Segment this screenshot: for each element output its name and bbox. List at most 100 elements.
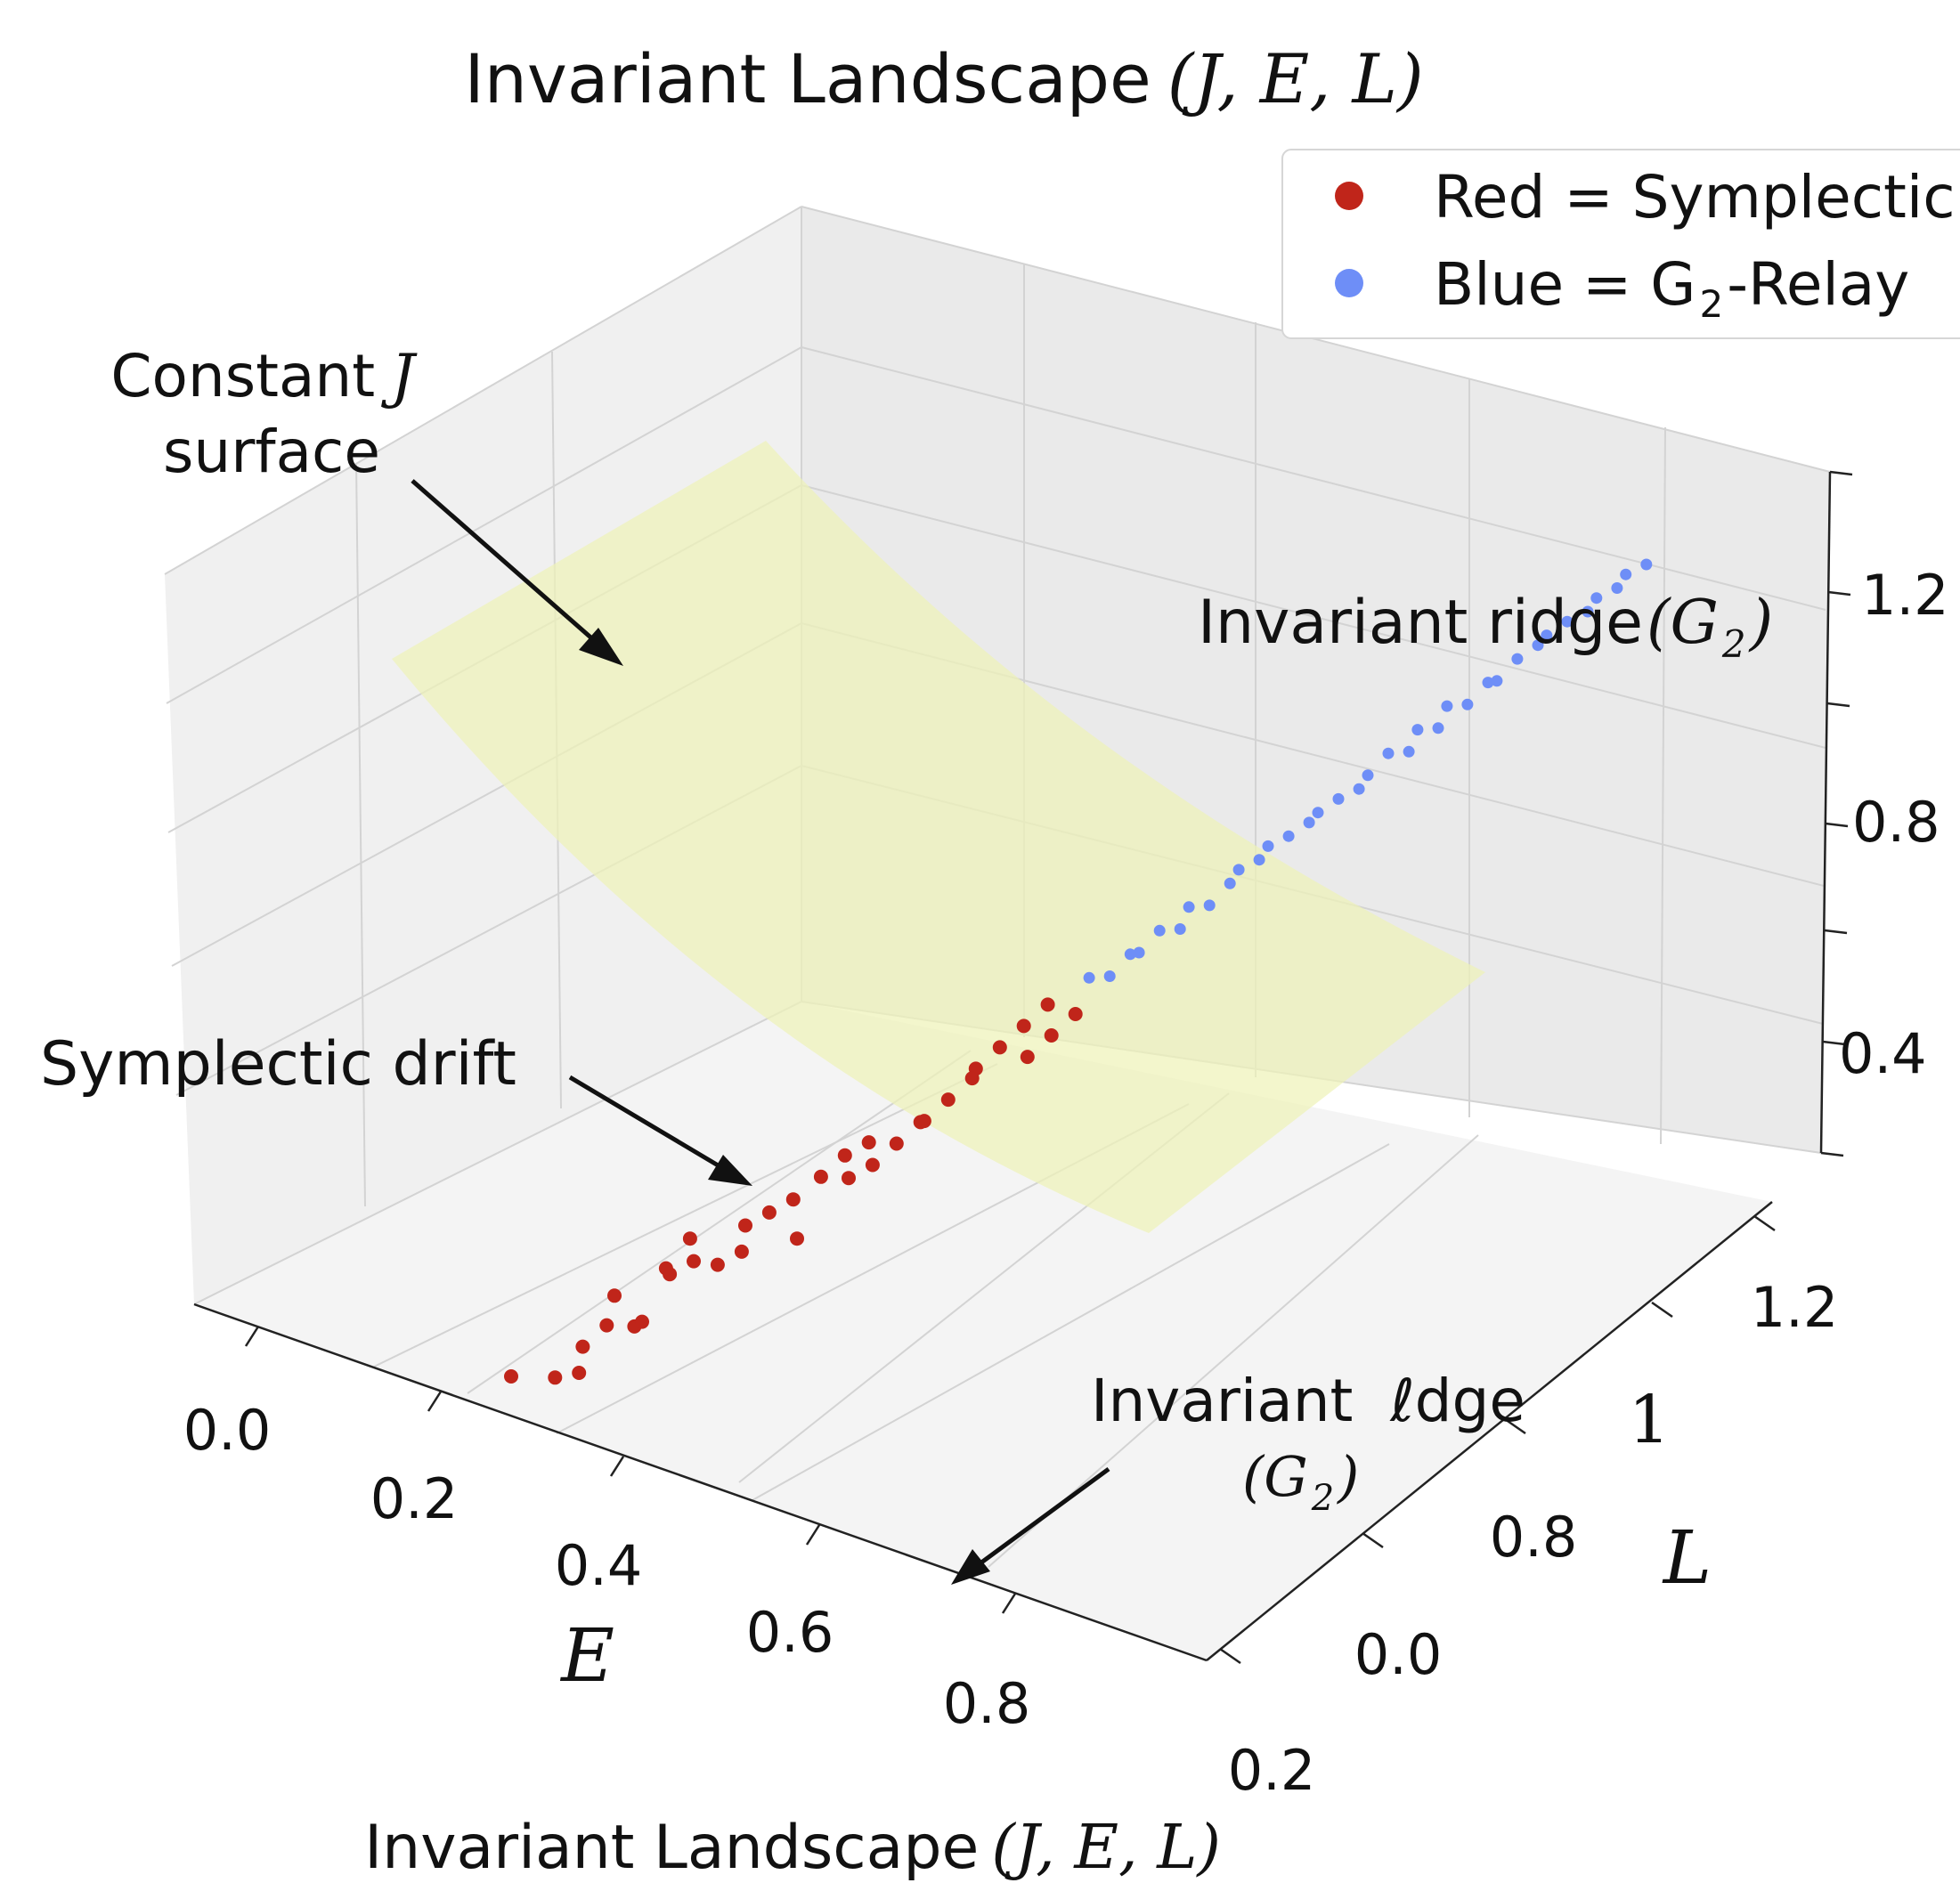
l-axis-line (1206, 1201, 1773, 1661)
tick-mark (805, 1524, 821, 1546)
symplectic-point (575, 1339, 590, 1354)
relay-point (1203, 899, 1216, 912)
axis-lines (193, 471, 1832, 1662)
legend-box (1281, 149, 1960, 339)
drift-annotation: Symplectic drift (40, 1029, 752, 1186)
symplectic-point (842, 1171, 856, 1186)
symplectic-point (761, 1205, 777, 1220)
e-tick-labels: 0.0 0.2 0.4 0.6 0.8 (183, 1398, 1031, 1736)
e-axis-label: E (559, 1614, 614, 1699)
tick-mark (1822, 1040, 1846, 1046)
e-axis-line (193, 1303, 1208, 1662)
grid-line (193, 1001, 802, 1305)
symplectic-point (710, 1257, 725, 1272)
relay-point (1561, 615, 1574, 628)
l-axis-label: L (1662, 1516, 1712, 1601)
tick-mark (1825, 822, 1849, 828)
relay-point (1103, 970, 1116, 982)
relay-point (1441, 700, 1453, 712)
symplectic-point (1020, 1050, 1035, 1065)
bottom-caption: Invariant Landscape (J, E, L) (364, 1813, 1221, 1883)
tick-mark (1001, 1593, 1017, 1614)
legend-marker-red (1335, 182, 1363, 210)
tick-mark (427, 1391, 443, 1412)
l-tick-label: 0.8 (1490, 1505, 1578, 1570)
legend: Red = Symplectic Blue = G 2 -Relay (1281, 149, 1960, 339)
tick-mark (1219, 1647, 1241, 1665)
relay-point (1253, 854, 1265, 866)
symplectic-point (658, 1261, 673, 1276)
e-tick-label: 0.4 (555, 1533, 643, 1598)
z-tick-label: 0.8 (1852, 790, 1940, 855)
relay-point (1224, 877, 1236, 889)
z-axis-line (1819, 471, 1832, 1154)
relay-point (1174, 923, 1186, 935)
l-tick-label: 1 (1628, 1382, 1670, 1458)
symplectic-point (790, 1231, 804, 1246)
relay-point (1620, 568, 1632, 580)
legend-label-red: Red = Symplectic (1434, 163, 1956, 231)
relay-point (1461, 698, 1474, 710)
grid-line (1660, 426, 1666, 1145)
symplectic-point (607, 1288, 622, 1303)
symplectic-point (785, 1192, 801, 1207)
symplectic-point (813, 1169, 828, 1184)
relay-point (1124, 948, 1136, 961)
tick-mark (609, 1456, 625, 1477)
scatter-points (504, 558, 1653, 1385)
relay-point (1640, 558, 1653, 571)
legend-label-blue: Blue = G 2 -Relay (1434, 250, 1909, 326)
grid-line (373, 1063, 998, 1368)
tick-mark (1651, 1301, 1673, 1319)
symplectic-point (964, 1071, 980, 1086)
symplectic-point (940, 1092, 956, 1108)
relay-point (1332, 792, 1345, 805)
symplectic-point (865, 1157, 880, 1173)
symplectic-point (738, 1218, 752, 1233)
tick-mark (1826, 702, 1850, 708)
e-tick-label: 0.2 (370, 1466, 459, 1531)
symplectic-point (861, 1135, 876, 1150)
e-tick-label: 0.8 (943, 1671, 1031, 1736)
grid-line (467, 1050, 972, 1394)
ridge-annotation-lower: Invariant ℓdge (G 2 ) (951, 1367, 1525, 1585)
tick-mark (244, 1326, 260, 1347)
relay-point (1133, 946, 1145, 959)
legend-marker-blue (1335, 269, 1363, 297)
axis-ticks (244, 470, 1853, 1665)
symplectic-point (734, 1244, 749, 1259)
grid-line (355, 462, 366, 1207)
relay-point (1382, 747, 1395, 759)
symplectic-point (992, 1040, 1007, 1055)
relay-point (1590, 592, 1603, 605)
e-tick-label: 0.6 (746, 1600, 834, 1665)
ridge-annotation-upper: Invariant ridge (G 2 ) (1198, 588, 1773, 666)
relay-point (1353, 783, 1365, 795)
chart-title: Invariant Landscape (J, E, L) (464, 39, 1423, 118)
tick-mark (1829, 470, 1853, 476)
relay-point (1403, 745, 1415, 758)
relay-point (1482, 677, 1494, 689)
symplectic-point (572, 1366, 587, 1380)
l-tick-label: 0.2 (1228, 1738, 1316, 1803)
relay-point (1083, 971, 1095, 984)
relay-point (1303, 816, 1315, 829)
relay-point (1262, 840, 1274, 852)
relay-point (1582, 605, 1594, 618)
svg-text:Constant J: Constant J (110, 342, 418, 410)
svg-text:surface: surface (163, 418, 380, 486)
symplectic-point (548, 1370, 563, 1385)
surface-annotation: Constant J surface (110, 342, 623, 666)
z-tick-label: 0.4 (1839, 1021, 1927, 1086)
relay-point (1312, 807, 1324, 819)
svg-text:Invariant ℓdge: Invariant ℓdge (1091, 1367, 1525, 1435)
e-tick-label: 0.0 (183, 1398, 272, 1463)
grid-line (166, 346, 802, 704)
symplectic-point (1016, 1019, 1031, 1034)
l-tick-label: 0.0 (1354, 1622, 1443, 1687)
symplectic-point (1044, 1028, 1059, 1043)
tick-mark (1753, 1214, 1776, 1232)
svg-text:Symplectic drift: Symplectic drift (40, 1029, 516, 1100)
relay-point (1232, 864, 1245, 876)
